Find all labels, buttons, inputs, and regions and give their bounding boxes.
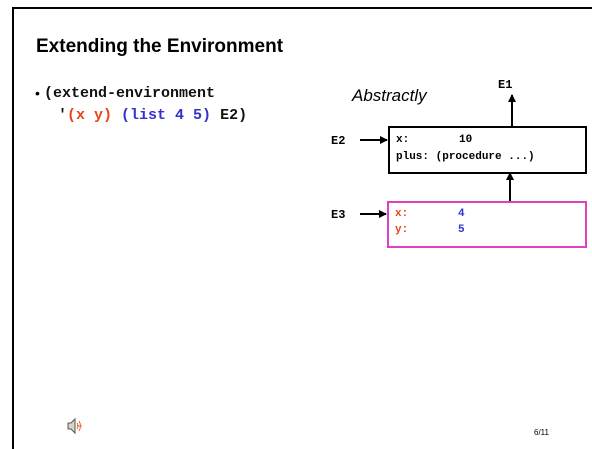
binding-name: x:	[396, 134, 410, 146]
binding-name: y:	[395, 224, 409, 236]
env-label-e1: E1	[498, 78, 513, 92]
slide-title: Extending the Environment	[36, 36, 284, 57]
frame-e2-row-x: x: 10	[396, 134, 472, 146]
binding-name: x:	[395, 208, 409, 220]
speaker-icon[interactable]	[66, 417, 84, 435]
env-argument: E2)	[220, 107, 248, 124]
bullet-marker: •	[35, 85, 40, 101]
env-label-e3: E3	[331, 208, 346, 222]
vals-expression: (list 4 5)	[121, 107, 212, 124]
code-line-1: (extend-environment	[44, 85, 216, 102]
binding-value: 10	[459, 134, 473, 146]
code-line-2: '(x y) (list 4 5) E2)	[58, 107, 247, 124]
frame-e3-row-y: y: 5	[395, 224, 465, 236]
binding-value: (procedure ...)	[435, 151, 535, 163]
page-number: 6/11	[534, 428, 549, 437]
binding-value: 5	[458, 224, 465, 236]
frame-e3-row-x: x: 4	[395, 208, 465, 220]
env-label-e2: E2	[331, 134, 346, 148]
frame-e2: x: 10 plus: (procedure ...)	[388, 126, 587, 174]
slide-frame-left-border	[12, 7, 14, 449]
slide-frame-top-border	[12, 7, 592, 9]
vars-list: (x y)	[67, 107, 113, 124]
diagram-caption: Abstractly	[352, 86, 427, 105]
frame-e3: x: 4 y: 5	[387, 201, 587, 248]
quote-mark: '	[58, 107, 68, 124]
frame-e2-row-plus: plus: (procedure ...)	[396, 151, 535, 163]
binding-name: plus:	[396, 151, 430, 163]
binding-value: 4	[458, 208, 465, 220]
